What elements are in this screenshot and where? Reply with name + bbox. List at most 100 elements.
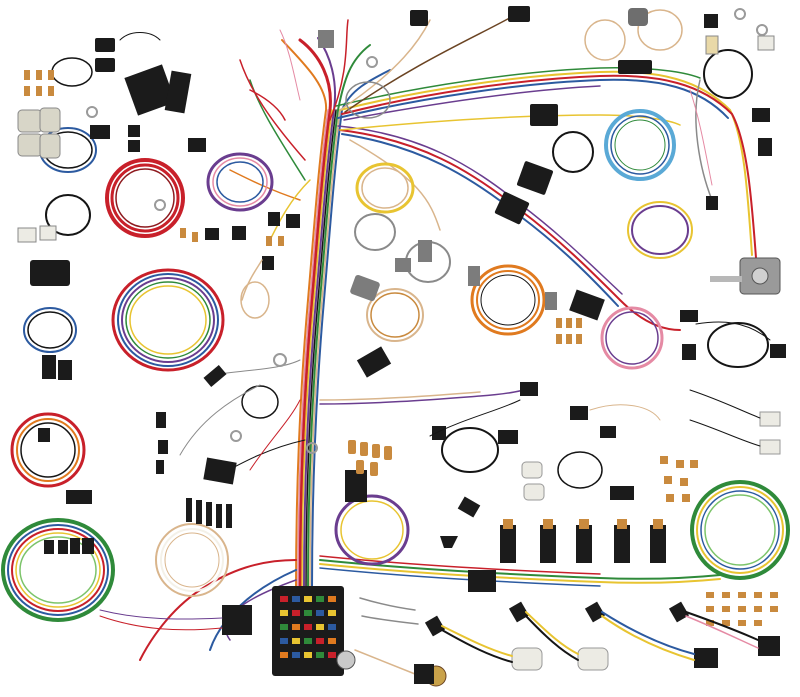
coil-yellow-center [355,162,415,214]
socket-connector [705,35,719,55]
connector-block [468,570,496,592]
connector-block [124,64,176,116]
socket-connector [523,483,545,501]
socket-connector [521,461,543,479]
black-pigtails [186,498,690,637]
connector-block [758,138,772,156]
connector-block [410,10,428,26]
connector-block [432,426,446,440]
coil-tan-center [366,288,424,342]
coil-orange-center [470,264,546,336]
coil-bottom-left-green [1,518,115,622]
misc-thin-wires [99,29,771,631]
socket-connector [418,240,432,262]
coil-light-blue [604,109,676,181]
connector-block [610,486,634,500]
coil-center-purple [334,494,410,566]
connector-block [517,161,553,195]
coils-black-small [240,9,769,489]
connector-block [262,256,274,270]
connector-block [156,460,164,474]
connector-block [90,125,110,139]
connector-block [222,605,252,635]
connector-block [95,38,115,52]
loose-terminals [24,70,778,626]
socket-connector [395,258,411,272]
socket-connector [628,8,648,26]
connector-block [508,6,530,22]
connector-block [42,355,56,379]
connector-block [44,540,54,554]
connector-block [66,490,92,504]
socket-connector [757,35,775,51]
connector-block [38,428,50,442]
socket-connector [694,648,718,668]
connector-block [530,104,558,126]
connector-block [156,412,166,428]
main-trunk-bundle [281,37,391,592]
socket-connector [758,636,780,656]
socket-connector [577,647,609,671]
socket-connector [17,133,43,157]
connector-block [188,138,206,152]
coil-right-purple-yellow [627,201,693,259]
socket-connector [39,133,61,159]
connector-block [203,364,227,388]
fuse-box [272,586,356,676]
socket-connector [17,109,43,133]
coil-purple [206,152,274,212]
connector-block [203,457,237,485]
connector-block [345,470,367,502]
upper-right-branch [329,14,757,259]
connector-block [706,196,718,210]
socket-connector [17,227,37,243]
connector-block [704,14,718,28]
connector-block [682,344,696,360]
pigtail-leads [354,597,759,677]
connector-block [58,360,72,380]
connector-block [286,214,300,228]
connector-block [770,344,786,358]
connector-block [205,228,219,240]
connector-block [752,108,770,122]
connector-block [680,310,698,322]
socket-connector [511,647,543,671]
terminal-connectors-row [500,519,666,563]
connector-block [570,406,588,420]
connector-block [70,538,80,554]
coil-left-blue [23,57,97,353]
coil-tan-bottom [155,523,229,597]
connector-block [82,538,94,554]
coil-right-pink [600,306,664,370]
coil-red [105,158,185,238]
connector-block [268,212,280,226]
connector-block [520,382,538,396]
socket-connector [759,439,781,455]
coil-multicolor-large [111,268,225,372]
socket-connector [350,275,380,301]
connector-block [569,289,605,321]
connector-block [494,191,530,225]
socket-connector [318,30,334,48]
coil-left-orange [10,412,86,488]
connector-block [457,496,481,518]
connector-block [232,226,246,240]
connector-block [95,58,115,72]
lower-horizontal-branch [319,387,721,587]
connector-block [164,70,192,114]
ignition-socket [414,664,447,687]
connector-block [128,125,140,137]
connector-block [356,346,392,378]
connector-block [158,440,168,454]
socket-connector [39,107,61,133]
connector-block [30,260,70,286]
socket-connector [468,266,480,286]
connector-block [618,60,652,74]
connector-block [498,430,518,444]
ring-terminals [86,8,768,454]
coil-right-green-large [690,480,790,580]
socket-connector [545,292,557,310]
connector-block [58,540,68,554]
